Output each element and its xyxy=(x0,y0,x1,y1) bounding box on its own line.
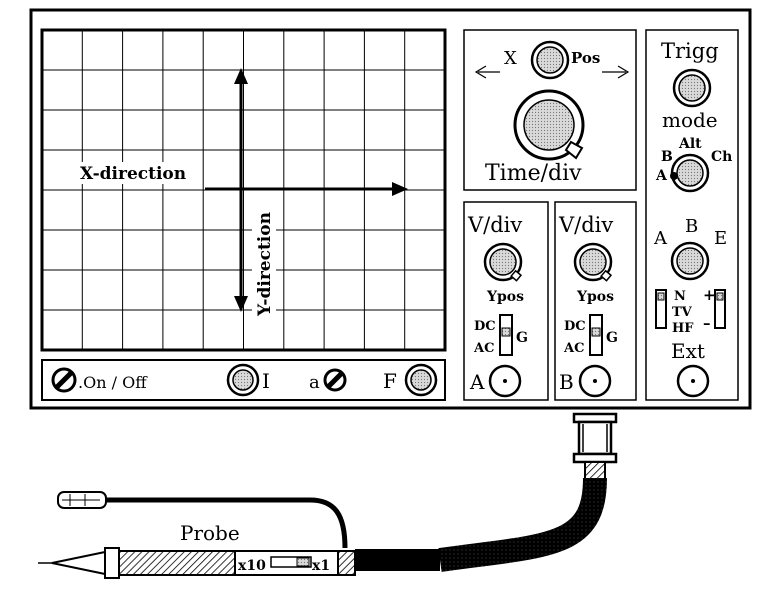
channel-a-input-connector[interactable] xyxy=(488,364,522,398)
x10-label: x10 xyxy=(238,558,266,574)
pos-label: Pos xyxy=(571,49,600,67)
screen: X-direction Y-direction xyxy=(40,28,447,352)
probe-body: Probe x10 x1 xyxy=(38,521,356,579)
attenuation-switch[interactable] xyxy=(270,556,312,568)
timebase-panel: X Pos Time/div xyxy=(463,29,637,191)
channel-a-coupling-switch[interactable] xyxy=(499,314,513,356)
n-label: N xyxy=(674,289,686,304)
channel-b-vdiv-label: V/div xyxy=(558,213,613,237)
focus-label: F xyxy=(383,369,397,393)
minus-label: – xyxy=(703,314,711,332)
x-label-bg xyxy=(78,162,200,184)
bottom-control-bar: .On / Off I a F xyxy=(41,359,446,401)
probe-tip xyxy=(51,550,106,576)
on-off-label: .On / Off xyxy=(78,373,148,392)
mode-label: mode xyxy=(662,108,718,132)
channel-a-ac-label: AC xyxy=(473,341,494,356)
y-label-bg xyxy=(252,196,276,318)
coupling-selector-switch[interactable] xyxy=(655,289,667,329)
channel-a-ypos-label: Ypos xyxy=(486,289,524,305)
mode-b-label: B xyxy=(661,149,673,165)
astig-knob[interactable] xyxy=(323,368,347,392)
time-div-label: Time/div xyxy=(485,161,582,186)
channel-b-input-connector[interactable] xyxy=(578,364,612,398)
x-position-knob[interactable] xyxy=(530,40,570,80)
y-arrowhead-up xyxy=(234,68,248,84)
source-a-label: A xyxy=(653,228,668,249)
channel-b-coupling-switch[interactable] xyxy=(589,314,603,356)
power-knob-slot xyxy=(54,370,74,390)
mode-pointer xyxy=(670,172,678,180)
channel-a-vdiv-label: V/div xyxy=(467,213,522,237)
y-direction-label: Y-direction xyxy=(255,212,275,317)
ground-lead xyxy=(106,497,348,549)
channel-a-input-label: A xyxy=(469,370,485,394)
ch-label: Ch xyxy=(711,149,732,165)
x-direction-label: X-direction xyxy=(80,164,186,184)
slope-switch[interactable] xyxy=(714,289,726,329)
trigger-source-knob[interactable] xyxy=(670,241,710,281)
channel-a-panel: V/div Ypos DC AC G A xyxy=(463,201,549,401)
ground-clip xyxy=(57,491,348,549)
time-div-knob[interactable] xyxy=(513,89,585,161)
x-arrowhead xyxy=(392,182,408,196)
channel-b-vdiv-knob[interactable] xyxy=(573,242,613,282)
hf-label: HF xyxy=(672,321,694,336)
astig-label: a xyxy=(309,372,320,393)
source-b-label: B xyxy=(685,216,698,237)
channel-b-input-label: B xyxy=(559,370,574,394)
probe-collar xyxy=(337,550,356,576)
channel-b-dc-label: DC xyxy=(564,319,586,334)
bnc-connector xyxy=(572,412,618,481)
channel-b-frame xyxy=(554,201,637,401)
x1-label: x1 xyxy=(312,558,330,574)
channel-b-panel: V/div Ypos DC AC G B xyxy=(554,201,637,401)
probe-label: Probe xyxy=(180,521,240,545)
ext-label: Ext xyxy=(671,339,705,363)
channel-a-vdiv-knob[interactable] xyxy=(483,242,523,282)
channel-a-g-label: G xyxy=(516,330,528,346)
probe-grip xyxy=(118,550,236,576)
power-switch[interactable] xyxy=(51,367,77,393)
x-label: X xyxy=(504,48,517,69)
tv-label: TV xyxy=(672,305,693,320)
channel-b-g-label: G xyxy=(606,330,618,346)
time-div-pointer xyxy=(564,140,584,160)
source-e-label: E xyxy=(714,228,727,249)
trigger-mode-knob[interactable] xyxy=(670,153,710,193)
channel-a-dc-label: DC xyxy=(474,319,496,334)
trigg-label: Trigg xyxy=(661,39,719,63)
trigger-panel: Trigg mode Alt B Ch A A B E N TV HF + – xyxy=(645,29,739,401)
ext-input-connector[interactable] xyxy=(676,364,710,398)
alt-label: Alt xyxy=(678,136,702,152)
focus-knob[interactable] xyxy=(404,363,438,397)
probe-cable xyxy=(438,477,607,572)
trigger-level-knob[interactable] xyxy=(672,68,712,108)
channel-b-ypos-label: Ypos xyxy=(576,289,614,305)
intensity-label: I xyxy=(262,369,270,393)
channel-b-ac-label: AC xyxy=(563,341,584,356)
y-arrowhead-down xyxy=(234,296,248,312)
mode-a-label: A xyxy=(655,168,668,184)
plus-label: + xyxy=(703,286,716,304)
intensity-knob[interactable] xyxy=(226,363,260,397)
